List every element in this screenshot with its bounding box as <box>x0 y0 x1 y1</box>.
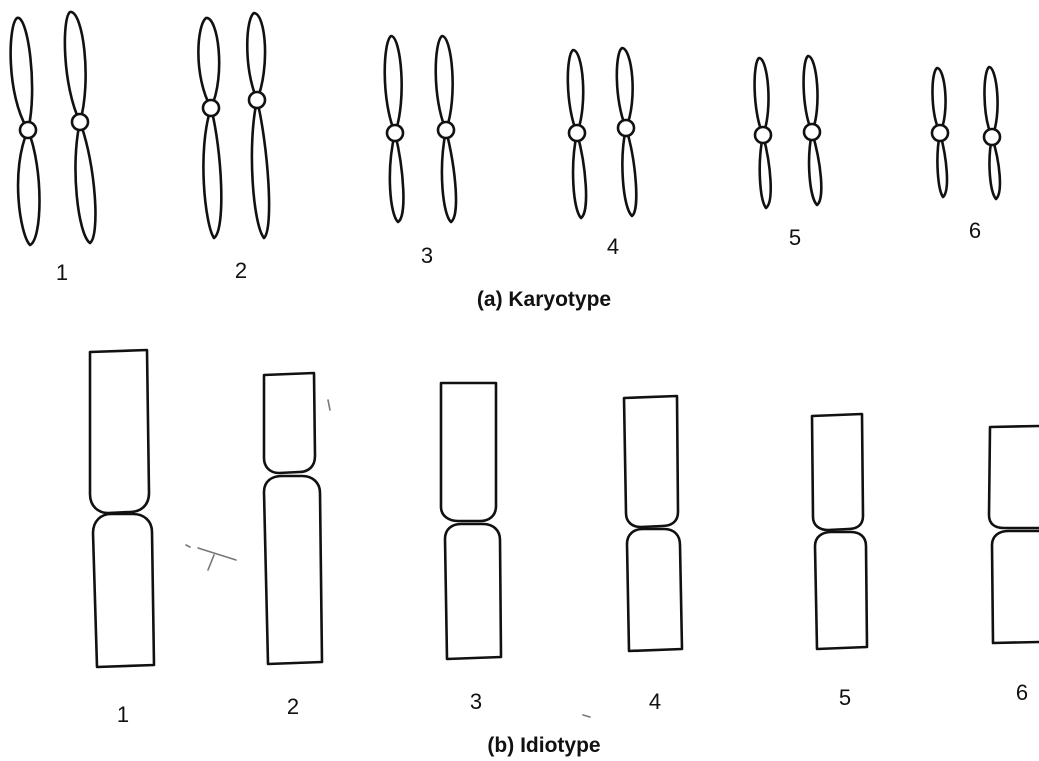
chromosome-upper-arm <box>90 350 149 513</box>
centromere <box>72 114 88 130</box>
centromere <box>20 122 36 138</box>
scan-smudge <box>198 548 236 560</box>
scan-artifacts <box>186 400 590 717</box>
chromosome-number-label: 4 <box>649 689 661 714</box>
karyotype-pair-4: 4 <box>568 48 636 259</box>
karyotype-pair-5: 5 <box>755 56 822 250</box>
centromere <box>618 120 634 136</box>
chromosome-upper-arm <box>264 373 315 473</box>
chromosome <box>198 18 221 238</box>
pair-number-label: 2 <box>235 258 247 283</box>
idiotype-chromosome-4: 4 <box>624 396 682 714</box>
chromosome-number-label: 3 <box>470 689 482 714</box>
chromosome-number-label: 6 <box>1016 680 1028 705</box>
chromosome-number-label: 2 <box>287 694 299 719</box>
pair-number-label: 5 <box>789 225 801 250</box>
centromere <box>249 92 265 108</box>
centromere <box>569 125 585 141</box>
karyotype-caption: (a) Karyotype <box>477 288 611 311</box>
chromosome-upper-arm <box>989 426 1039 528</box>
centromere <box>932 125 948 141</box>
idiotype-section: 1 2 3 4 5 6 <box>90 350 1039 757</box>
idiotype-caption: (b) Idiotype <box>487 734 600 757</box>
chromosome-upper-arm <box>624 396 678 527</box>
centromere <box>387 125 403 141</box>
karyotype-pair-2: 2 <box>198 13 269 283</box>
idiotype-chromosome-1: 1 <box>90 350 154 727</box>
karyotype-pair-1: 1 <box>11 12 96 285</box>
idiotype-chromosome-5: 5 <box>812 414 867 710</box>
chromosome-number-label: 1 <box>117 702 129 727</box>
chromosome-number-label: 5 <box>839 685 851 710</box>
idiotype-chromosome-2: 2 <box>264 373 322 719</box>
chromosome-lower-arm <box>992 531 1039 643</box>
scan-smudge <box>186 545 190 547</box>
chromosome-upper-arm <box>812 414 863 530</box>
scan-smudge <box>208 555 214 570</box>
chromosome-lower-arm <box>445 524 501 659</box>
scan-smudge <box>583 715 590 717</box>
centromere <box>984 129 1000 145</box>
idiotype-chromosome-6: 6 <box>989 426 1039 705</box>
chromosome <box>247 13 269 238</box>
chromosome-lower-arm <box>264 476 322 664</box>
pair-number-label: 3 <box>421 243 433 268</box>
centromere <box>203 100 219 116</box>
centromere <box>438 122 454 138</box>
karyotype-pair-3: 3 <box>385 36 456 268</box>
chromosome-lower-arm <box>627 529 682 651</box>
karyotype-section: 1 2 3 4 <box>11 12 1000 311</box>
chromosome-lower-arm <box>815 532 867 649</box>
idiotype-chromosome-3: 3 <box>441 383 501 714</box>
pair-number-label: 4 <box>607 234 619 259</box>
centromere <box>755 127 771 143</box>
scan-smudge <box>328 400 330 410</box>
karyotype-pair-6: 6 <box>932 67 1000 243</box>
chromosome-upper-arm <box>441 383 496 521</box>
chromosome-lower-arm <box>93 514 154 667</box>
pair-number-label: 1 <box>56 260 68 285</box>
pair-number-label: 6 <box>969 218 981 243</box>
centromere <box>804 124 820 140</box>
